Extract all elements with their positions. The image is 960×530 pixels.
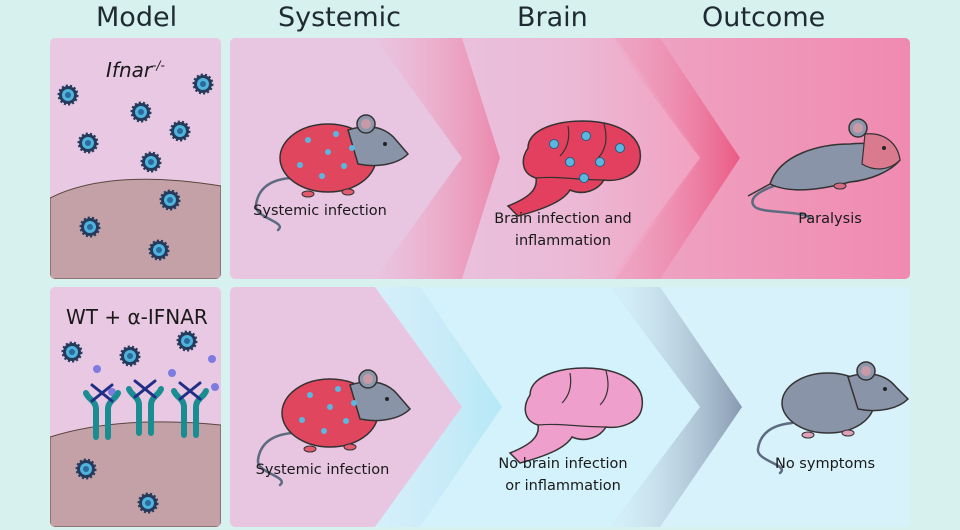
virus-icon [57,84,79,106]
virus-icon [119,345,141,367]
header-model: Model [96,2,178,33]
virus-icon [159,189,181,211]
infected-mouse-icon [254,114,410,232]
flow-panel-row1: Systemic infection Brain infection and i… [230,38,910,279]
virus-icon [75,458,97,480]
virus-icon [79,216,101,238]
row2-systemic-label: Systemic infection [255,462,390,478]
virus-icon [130,101,152,123]
flow-background-row2 [230,287,910,527]
infected-mouse-icon [256,369,412,487]
model-label-ifnar: Ifnar-/- [106,58,165,82]
model-panel-ifnar: Ifnar-/- [50,38,221,279]
row1-brain-label-line1: Brain infection and [494,211,632,227]
paralyzed-mouse-icon [747,118,901,220]
flow-background-row1 [230,38,910,279]
antibody-dot [208,355,216,363]
healthy-mouse-icon [756,361,910,475]
model-panel-wt: WT + α-IFNAR [50,287,221,527]
antibody-dot [168,369,176,377]
virus-icon [137,492,159,514]
antibody-dot [211,383,219,391]
virus-icon [61,341,83,363]
row1-systemic-label: Systemic infection [253,203,387,219]
tissue-shape [50,178,221,279]
virus-icon [140,151,162,173]
antibody-dot [93,365,101,373]
header-outcome: Outcome [702,2,826,33]
row1-outcome-label: Paralysis [798,211,862,227]
row2-brain-label-line1: No brain infection [498,456,628,472]
virus-icon [192,73,214,95]
header-systemic: Systemic [278,2,402,33]
infected-brain-icon [506,120,642,217]
healthy-brain-icon [508,367,644,464]
row2-outcome-label: No symptoms [774,456,876,472]
model-label-wt: WT + α-IFNAR [66,305,208,329]
virus-icon [169,120,191,142]
row2-brain-label-line2: or inflammation [505,478,621,494]
flow-panel-row2: Systemic infection No brain infection or… [230,287,910,527]
virus-icon [176,330,198,352]
virus-icon [148,239,170,261]
virus-icon [77,132,99,154]
model-illustration-wt [50,330,221,527]
model-illustration-ifnar [50,73,221,279]
row1-brain-label-line2: inflammation [514,233,612,249]
tissue-shape [50,421,221,527]
header-brain: Brain [517,2,588,33]
antibody-dot [108,388,116,396]
